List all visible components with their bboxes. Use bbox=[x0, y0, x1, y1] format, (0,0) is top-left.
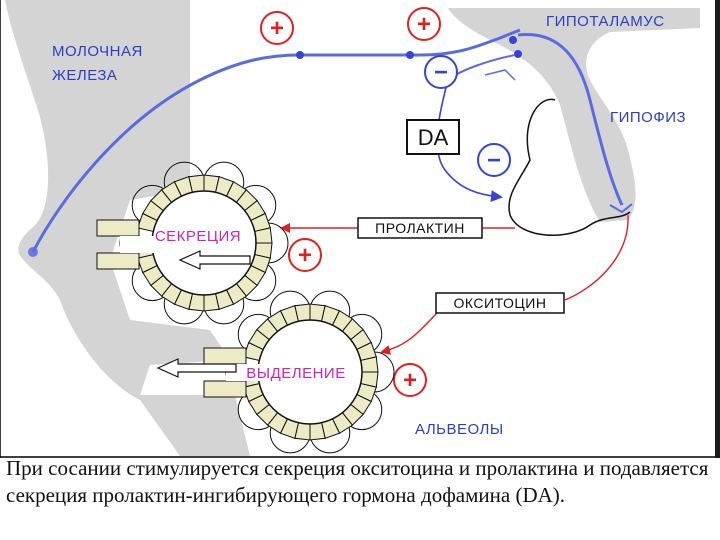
svg-text:+: + bbox=[403, 367, 417, 394]
svg-text:+: + bbox=[417, 11, 431, 38]
plus-sign-top-right: + bbox=[407, 7, 441, 41]
ejection-label: ВЫДЕЛЕНИЕ bbox=[246, 365, 345, 382]
mammary-gland-shape bbox=[5, 0, 250, 456]
hypothalamus-shape bbox=[448, 8, 700, 222]
svg-text:−: − bbox=[487, 147, 501, 174]
plus-sign-top-left: + bbox=[260, 11, 294, 45]
lactation-reflex-diagram: + + − − + + DA ПРОЛАКТИН ОКСИТОЦИН СЕКРЕ… bbox=[0, 0, 715, 458]
pituitary-shape bbox=[508, 98, 631, 236]
prolactin-label: ПРОЛАКТИН bbox=[375, 220, 465, 236]
right-edge-bar bbox=[715, 0, 720, 458]
plus-sign-prolactin: + bbox=[288, 238, 322, 272]
alveoli-label: АЛЬВЕОЛЫ bbox=[415, 421, 504, 438]
alveolus-ejection: ВЫДЕЛЕНИЕ bbox=[156, 290, 395, 454]
minus-sign-upper: − bbox=[424, 55, 458, 89]
pituitary-label: ГИПОФИЗ bbox=[610, 109, 686, 126]
hypothalamus-label: ГИПОТАЛАМУС bbox=[546, 13, 665, 30]
caption-text: При сосании стимулируется секреция оксит… bbox=[6, 456, 709, 507]
da-label: DA bbox=[418, 125, 449, 150]
oxytocin-label: ОКСИТОЦИН bbox=[454, 295, 547, 311]
svg-text:+: + bbox=[298, 242, 312, 269]
plus-sign-oxytocin: + bbox=[393, 363, 427, 397]
minus-sign-lower: − bbox=[477, 143, 511, 177]
alveolus-secretion: СЕКРЕЦИЯ bbox=[96, 161, 289, 325]
mammary-gland-label-line2: ЖЕЛЕЗА bbox=[52, 67, 117, 84]
afferent-nerve-path bbox=[31, 28, 521, 253]
mammary-gland-label-line1: МОЛОЧНАЯ bbox=[52, 43, 143, 60]
secretion-label: СЕКРЕЦИЯ bbox=[155, 228, 241, 245]
svg-text:+: + bbox=[270, 15, 284, 42]
svg-text:−: − bbox=[434, 59, 448, 86]
